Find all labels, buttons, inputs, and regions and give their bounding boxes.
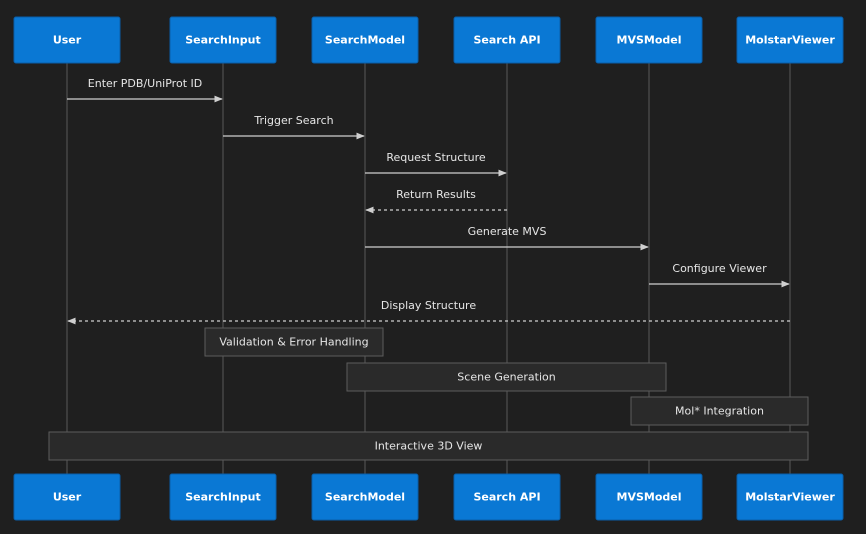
message-label: Generate MVS — [468, 225, 547, 238]
actor-searchinput-top: SearchInput — [169, 16, 277, 64]
actor-label: MVSModel — [617, 34, 682, 47]
lifelines — [66, 63, 791, 474]
actor-label: SearchInput — [185, 491, 260, 504]
actor-box — [453, 16, 561, 64]
actor-label: User — [53, 491, 82, 504]
actor-label: MVSModel — [617, 491, 682, 504]
message-label: Enter PDB/UniProt ID — [88, 77, 202, 90]
actor-box — [169, 473, 277, 521]
message-return-results: Return Results — [365, 188, 507, 214]
message-enter-pdb-uniprot-id: Enter PDB/UniProt ID — [67, 77, 223, 103]
actors-bottom: User SearchInput SearchModel Search API MVSM… — [13, 473, 844, 521]
actor-box — [736, 473, 844, 521]
note-box — [630, 396, 809, 426]
actor-searchinput-bottom: SearchInput — [169, 473, 277, 521]
actor-search-api-top: Search API — [453, 16, 561, 64]
actor-box — [736, 16, 844, 64]
message-label: Trigger Search — [253, 114, 333, 127]
actor-box — [453, 473, 561, 521]
actor-box — [169, 16, 277, 64]
note-label: Mol* Integration — [675, 405, 764, 418]
actor-label: User — [53, 34, 82, 47]
note-mol-integration: Mol* Integration — [630, 396, 809, 426]
message-display-structure: Display Structure — [67, 299, 790, 325]
note-label: Scene Generation — [457, 371, 555, 384]
actor-searchmodel-bottom: SearchModel — [311, 473, 419, 521]
actor-box — [595, 473, 703, 521]
messages: Enter PDB/UniProt ID Trigger SearchReques… — [67, 77, 790, 325]
actor-label: SearchInput — [185, 34, 260, 47]
note-box — [48, 431, 809, 461]
message-generate-mvs: Generate MVS — [365, 225, 649, 251]
message-label: Display Structure — [381, 299, 476, 312]
message-label: Configure Viewer — [672, 262, 767, 275]
actor-label: Search API — [473, 34, 540, 47]
actor-user-bottom: User — [13, 473, 121, 521]
actors-top: User SearchInput SearchModel Search API MVSM… — [13, 16, 844, 64]
actor-label: SearchModel — [325, 491, 405, 504]
actor-molstarviewer-top: MolstarViewer — [736, 16, 844, 64]
note-label: Validation & Error Handling — [219, 336, 368, 349]
actor-molstarviewer-bottom: MolstarViewer — [736, 473, 844, 521]
actor-search-api-bottom: Search API — [453, 473, 561, 521]
actor-label: Search API — [473, 491, 540, 504]
actor-label: MolstarViewer — [745, 34, 835, 47]
message-request-structure: Request Structure — [365, 151, 507, 177]
note-interactive-3d-view: Interactive 3D View — [48, 431, 809, 461]
actor-box — [311, 16, 419, 64]
note-box — [346, 362, 667, 392]
message-configure-viewer: Configure Viewer — [649, 262, 790, 288]
actor-box — [311, 473, 419, 521]
actor-label: MolstarViewer — [745, 491, 835, 504]
note-box — [204, 327, 384, 357]
actor-mvsmodel-bottom: MVSModel — [595, 473, 703, 521]
actor-box — [13, 473, 121, 521]
message-trigger-search: Trigger Search — [223, 114, 365, 140]
message-label: Request Structure — [386, 151, 486, 164]
actor-box — [13, 16, 121, 64]
actor-mvsmodel-top: MVSModel — [595, 16, 703, 64]
note-validation-error-handling: Validation & Error Handling — [204, 327, 384, 357]
note-scene-generation: Scene Generation — [346, 362, 667, 392]
actor-user-top: User — [13, 16, 121, 64]
actor-box — [595, 16, 703, 64]
note-label: Interactive 3D View — [375, 440, 483, 453]
actor-searchmodel-top: SearchModel — [311, 16, 419, 64]
actor-label: SearchModel — [325, 34, 405, 47]
message-label: Return Results — [396, 188, 476, 201]
